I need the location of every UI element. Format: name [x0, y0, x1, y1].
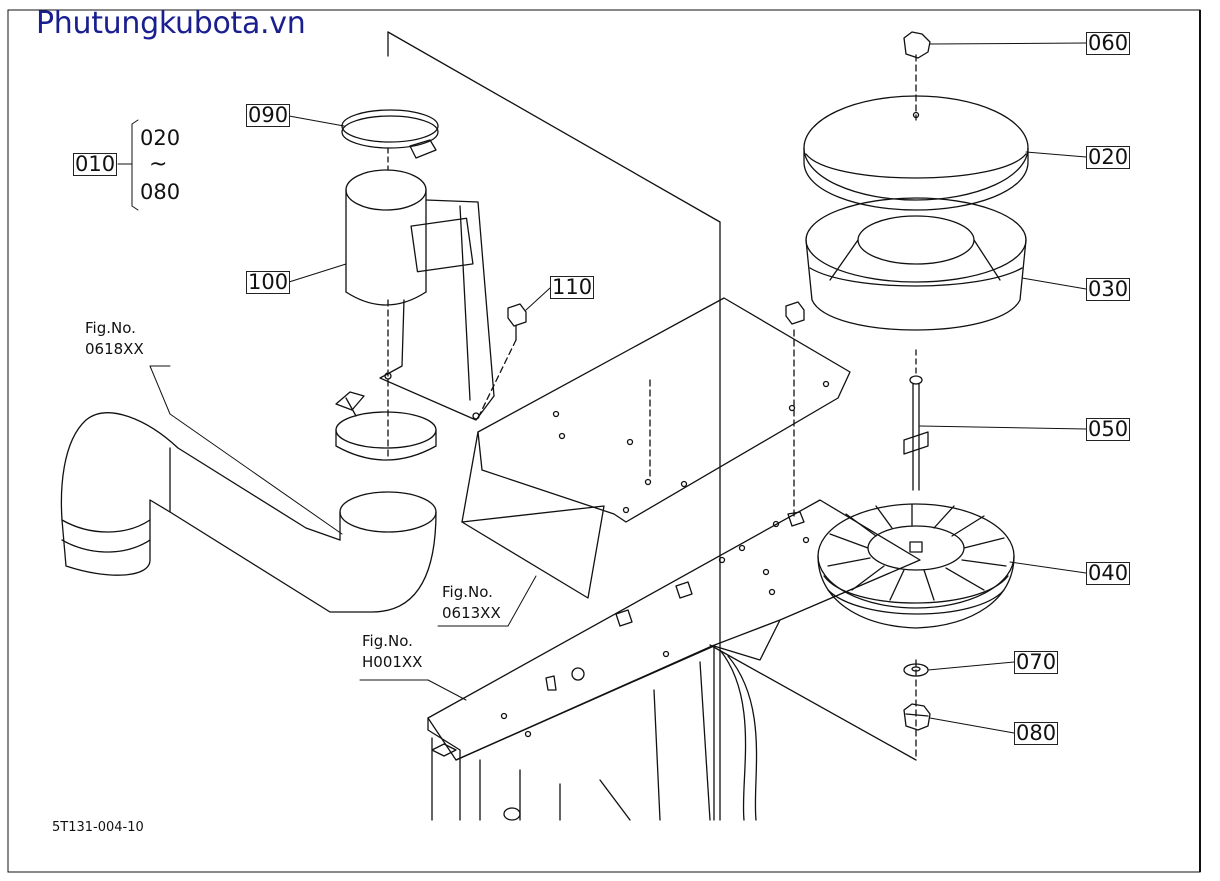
fig-ref-h001xx[interactable]: Fig.No. H001XX	[362, 631, 422, 673]
part-label-080[interactable]: 080	[1014, 721, 1059, 745]
inlet-pipe-drawing	[345, 169, 495, 461]
fig-ref-0618xx[interactable]: Fig.No. 0618XX	[85, 318, 144, 360]
range-start-label: 020	[140, 126, 181, 150]
part-label-050[interactable]: 050	[1086, 417, 1131, 441]
center-bolt-drawing	[903, 349, 929, 491]
air-cleaner-cover-drawing	[803, 95, 1029, 211]
part-label-010[interactable]: 010	[73, 152, 118, 176]
part-label-100[interactable]: 100	[246, 270, 291, 294]
nut-drawing	[903, 703, 931, 731]
fig-ref-title: Fig.No.	[442, 583, 493, 601]
elbow-hose-drawing	[60, 412, 437, 613]
drawing-code: 5T131-004-10	[52, 820, 144, 835]
cap-nut-drawing	[903, 31, 931, 119]
mounting-plate-drawing	[461, 297, 851, 599]
mounting-bolt-drawing	[477, 301, 805, 527]
fig-ref-code: 0613XX	[442, 604, 501, 622]
part-label-040[interactable]: 040	[1086, 561, 1131, 585]
part-label-060[interactable]: 060	[1086, 31, 1131, 55]
fig-ref-code: 0618XX	[85, 340, 144, 358]
leader-lines	[117, 42, 1087, 734]
range-end-label: 080	[140, 180, 181, 204]
hose-clamp-lower-drawing	[335, 391, 437, 461]
part-label-030[interactable]: 030	[1086, 277, 1131, 301]
watermark: Phutungkubota.vn	[36, 6, 306, 41]
alignment-guide-lines	[387, 31, 917, 821]
part-label-070[interactable]: 070	[1014, 650, 1059, 674]
part-label-020[interactable]: 020	[1086, 145, 1131, 169]
fig-ref-title: Fig.No.	[362, 632, 413, 650]
part-label-090[interactable]: 090	[246, 103, 291, 127]
part-label-110[interactable]: 110	[550, 275, 595, 299]
range-separator: ~	[149, 152, 168, 177]
fig-ref-0613xx[interactable]: Fig.No. 0613XX	[442, 582, 501, 624]
dust-cup-drawing	[805, 197, 1027, 331]
fig-ref-code: H001XX	[362, 653, 423, 671]
fig-ref-title: Fig.No.	[85, 319, 136, 337]
precleaner-fan-drawing	[817, 503, 1015, 629]
body-frame-drawing	[427, 499, 921, 821]
hose-clamp-top-drawing	[341, 109, 439, 171]
